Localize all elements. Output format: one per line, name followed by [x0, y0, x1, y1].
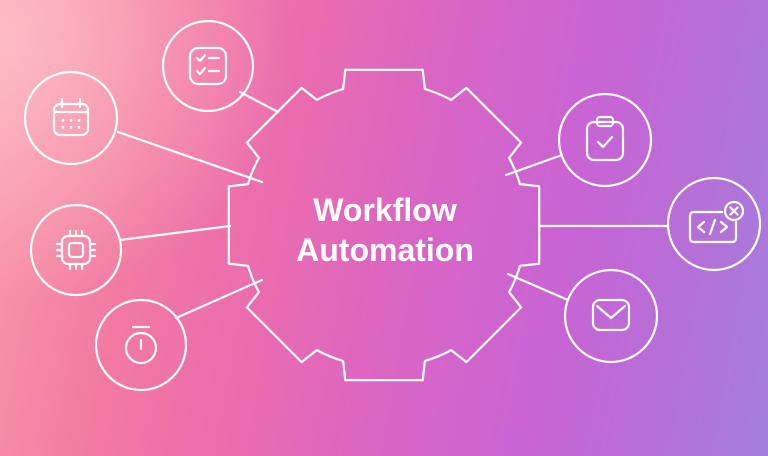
- checklist-node: [161, 19, 255, 113]
- connector-mail: [506, 272, 570, 302]
- mail-node: [563, 268, 659, 364]
- stopwatch-node: [94, 298, 188, 392]
- node-circle: [29, 203, 123, 297]
- mail-icon: [591, 298, 631, 332]
- connector-clipboard: [504, 153, 564, 177]
- node-circle: [563, 268, 659, 364]
- code-window-icon: [688, 210, 738, 244]
- stopwatch-icon: [124, 325, 158, 365]
- node-circle: [557, 92, 653, 188]
- connector-chip: [118, 224, 232, 242]
- checklist-icon: [188, 46, 228, 86]
- node-circle: [23, 70, 119, 166]
- title-line-1: Workflow: [313, 192, 457, 228]
- calendar-icon: [52, 97, 90, 137]
- node-circle: [94, 298, 188, 392]
- title-line-2: Automation: [296, 232, 474, 268]
- gear-outline: [227, 68, 541, 382]
- connector-stopwatch: [174, 278, 264, 320]
- close-badge-icon: [723, 200, 745, 222]
- clipboard-node: [557, 92, 653, 188]
- connector-checklist: [238, 90, 280, 114]
- node-circle: [161, 19, 255, 113]
- chip-icon: [55, 229, 97, 271]
- calendar-node: [23, 70, 119, 166]
- code-window-node: [666, 176, 762, 272]
- chip-node: [29, 203, 123, 297]
- node-circle: [666, 176, 762, 272]
- clipboard-check-icon: [585, 115, 625, 162]
- connector-calendar: [116, 130, 264, 184]
